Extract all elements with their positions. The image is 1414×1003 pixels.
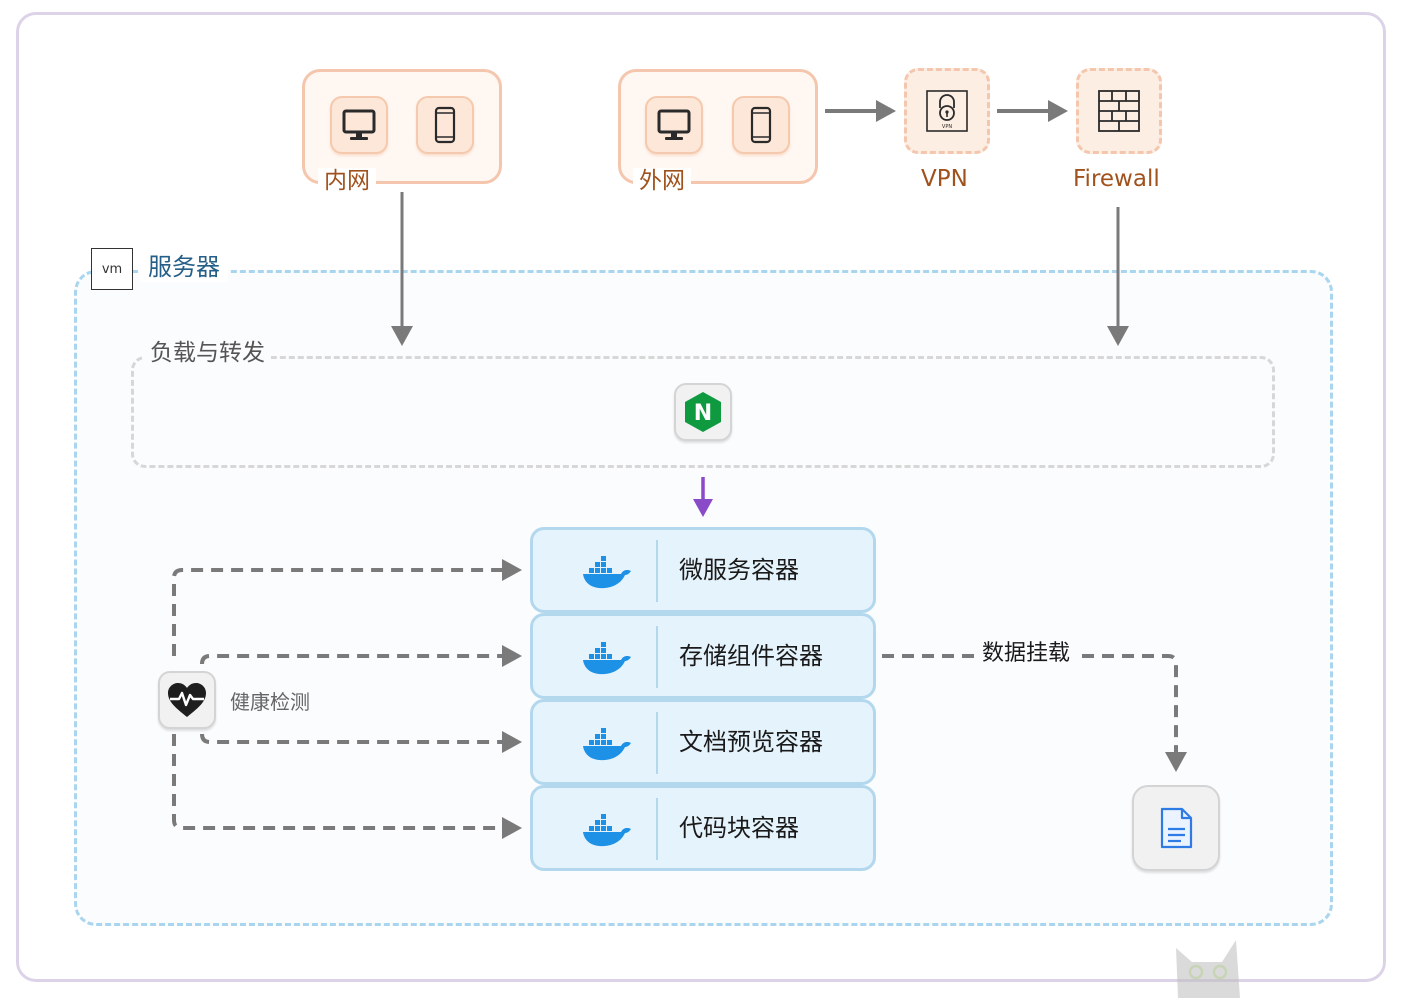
data-mount-label: 数据挂载 (978, 640, 1075, 668)
mobile-phone-icon (750, 106, 772, 144)
docker-whale-icon (583, 814, 631, 847)
container-label: 微服务容器 (679, 556, 799, 584)
diagram-frame (16, 12, 1386, 982)
vpn-node: VPN (904, 68, 990, 154)
document-storage-tile (1132, 785, 1220, 871)
vpn-lock-icon: VPN (926, 90, 968, 132)
nginx-icon: N (685, 392, 721, 432)
firewall-brick-icon (1098, 90, 1140, 132)
container-separator (656, 626, 658, 688)
container-doc-preview: 文档预览容器 (530, 699, 876, 785)
container-separator (656, 540, 658, 602)
container-microservice: 微服务容器 (530, 527, 876, 613)
intranet-desktop-tile (330, 96, 388, 154)
firewall-node (1076, 68, 1162, 154)
health-check-tile (158, 671, 216, 729)
nginx-tile: N (674, 383, 732, 441)
vm-badge: vm (91, 248, 133, 290)
health-check-label: 健康检测 (230, 690, 310, 714)
container-label: 代码块容器 (679, 814, 799, 842)
load-balancer-group (131, 356, 1275, 468)
extranet-label: 外网 (633, 168, 691, 194)
heartbeat-icon (168, 683, 206, 717)
docker-whale-icon (583, 642, 631, 675)
vpn-icon-text: VPN (942, 124, 952, 130)
server-label: 服务器 (140, 252, 228, 282)
desktop-monitor-icon (342, 109, 376, 140)
desktop-monitor-icon (657, 109, 691, 140)
nginx-letter: N (694, 401, 712, 426)
container-separator (656, 712, 658, 774)
docker-whale-icon (583, 728, 631, 761)
container-separator (656, 798, 658, 860)
extranet-mobile-tile (732, 96, 790, 154)
docker-whale-icon (583, 556, 631, 589)
extranet-desktop-tile (645, 96, 703, 154)
load-balancer-label: 负载与转发 (144, 338, 271, 368)
intranet-mobile-tile (416, 96, 474, 154)
vpn-label: VPN (921, 166, 968, 192)
container-label: 存储组件容器 (679, 642, 823, 670)
container-code-block: 代码块容器 (530, 785, 876, 871)
intranet-label: 内网 (318, 168, 376, 194)
container-label: 文档预览容器 (679, 728, 823, 756)
mobile-phone-icon (434, 106, 456, 144)
firewall-label: Firewall (1073, 166, 1160, 192)
document-file-icon (1160, 807, 1193, 849)
container-storage: 存储组件容器 (530, 613, 876, 699)
